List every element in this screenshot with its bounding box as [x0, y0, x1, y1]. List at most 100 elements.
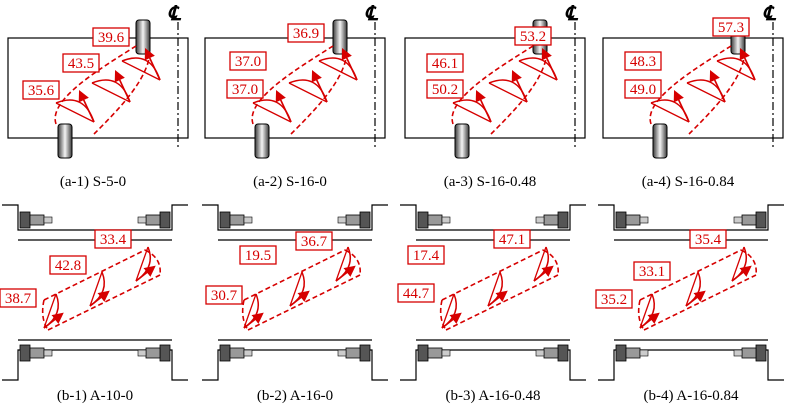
actuator-bottom-right-body	[755, 344, 767, 362]
force-label-1-box	[94, 229, 132, 249]
actuator-bottom-left	[417, 344, 451, 362]
actuator-bottom-right-body	[359, 344, 371, 362]
force-label-2-box	[426, 53, 464, 73]
actuator-top-left	[219, 211, 253, 229]
force-label-3: 35.6	[28, 83, 55, 99]
actuator-bottom-right	[733, 344, 767, 362]
force-arrow-1	[673, 89, 690, 123]
force-arrow-1	[441, 312, 462, 329]
actuator-top-left-body	[615, 211, 627, 229]
force-arrow-3	[335, 265, 356, 282]
force-label-3: 30.7	[211, 288, 238, 304]
force-chord-3	[533, 246, 547, 282]
force-arrow-2	[487, 290, 508, 307]
force-label-1-box	[92, 27, 130, 47]
panel-top-2: ℄36.937.037.0(a-2) S-16-0	[204, 3, 386, 190]
strut-envelope	[241, 249, 362, 331]
actuator-bottom-left-rod	[43, 349, 53, 357]
force-chord-2	[686, 82, 726, 103]
actuator-bottom-left-body	[219, 344, 231, 362]
force-arrow-2	[89, 290, 110, 307]
panel-bottom-4: 35.433.135.2(b-4) A-16-0.84	[595, 204, 784, 404]
force-label-3: 49.0	[630, 82, 656, 98]
support-roller	[57, 123, 73, 159]
actuator-top-left	[19, 211, 53, 229]
panel-top-4: ℄57.348.349.0(a-4) S-16-0.84	[602, 3, 784, 190]
actuator-top-left-piston	[625, 214, 641, 226]
panel-caption: (a-3) S-16-0.48	[444, 174, 536, 190]
force-arrow-2	[685, 290, 706, 307]
actuator-top-left-rod	[43, 216, 53, 224]
actuator-top-right-body	[359, 211, 371, 229]
strut-envelope	[637, 249, 758, 331]
force-arrow-2	[311, 69, 328, 103]
panel-caption: (b-4) A-16-0.84	[644, 388, 739, 404]
force-chord-2	[487, 271, 501, 307]
actuator-bottom-right-body	[159, 344, 171, 362]
force-label-2-box	[633, 261, 671, 281]
strut-envelope	[649, 45, 746, 135]
force-label-2: 37.0	[235, 54, 261, 70]
force-label-1-box	[712, 17, 750, 37]
panel-bottom-3: 47.117.444.7(b-3) A-16-0.48	[397, 204, 586, 404]
force-arrow-1	[275, 89, 292, 123]
force-label-1: 36.7	[301, 234, 328, 250]
force-arrow-2	[709, 69, 726, 103]
actuator-bottom-right-rod	[733, 349, 743, 357]
force-chord-2	[289, 271, 303, 307]
force-arrow-1	[243, 312, 264, 329]
force-label-2: 17.4	[413, 248, 440, 264]
actuator-bottom-left-piston	[427, 347, 443, 359]
force-arrow-3	[541, 47, 558, 81]
force-chord-3	[716, 60, 756, 81]
force-label-3-box	[426, 79, 464, 99]
panel-top-1: ℄39.643.535.6(a-1) S-5-0	[7, 3, 189, 190]
actuator-bottom-right-piston	[741, 347, 757, 359]
centerline-symbol: ℄	[365, 3, 379, 25]
actuator-top-right	[733, 211, 767, 229]
force-label-1: 36.9	[293, 26, 319, 42]
actuator-top-left-rod	[639, 216, 649, 224]
force-label-3-box	[595, 289, 633, 309]
force-chord-2	[488, 82, 528, 103]
actuator-bottom-left-body	[615, 344, 627, 362]
force-chord-3	[318, 60, 358, 81]
force-chord-1	[55, 102, 95, 123]
frame-bottom	[400, 349, 586, 381]
force-label-2: 48.3	[630, 54, 656, 70]
actuator-top-right-rod	[137, 216, 147, 224]
load-roller	[332, 19, 348, 55]
actuator-bottom-left-piston	[229, 347, 245, 359]
panel-top-3: ℄53.246.150.2(a-3) S-16-0.48	[404, 3, 586, 190]
panel-bottom-2: 36.719.530.7(b-2) A-16-0	[202, 204, 388, 404]
force-label-2: 33.1	[639, 264, 665, 280]
force-label-3-box	[22, 80, 60, 100]
actuator-top-left	[615, 211, 649, 229]
force-chord-1	[639, 293, 653, 329]
actuator-top-right-rod	[535, 216, 545, 224]
actuator-bottom-left-piston	[625, 347, 641, 359]
force-label-1: 33.4	[100, 232, 127, 248]
actuator-top-right	[337, 211, 371, 229]
force-arrow-3	[739, 47, 756, 81]
actuator-bottom-left-rod	[639, 349, 649, 357]
force-label-3-box	[397, 283, 435, 303]
actuator-top-right-rod	[337, 216, 347, 224]
actuator-bottom-right	[337, 344, 371, 362]
force-label-1: 35.4	[695, 232, 722, 248]
force-label-3-box	[226, 79, 264, 99]
actuator-top-left-body	[19, 211, 31, 229]
support-roller	[652, 123, 668, 159]
force-arrow-2	[289, 290, 310, 307]
force-label-1: 39.6	[98, 30, 125, 46]
force-arrow-2	[511, 69, 528, 103]
force-chord-1	[650, 102, 690, 123]
panel-caption: (b-3) A-16-0.48	[446, 388, 541, 404]
force-arrow-1	[639, 312, 660, 329]
actuator-bottom-left	[219, 344, 253, 362]
force-chord-1	[252, 102, 292, 123]
actuator-top-left-rod	[441, 216, 451, 224]
load-roller	[135, 19, 151, 55]
force-arrow-1	[43, 312, 64, 329]
